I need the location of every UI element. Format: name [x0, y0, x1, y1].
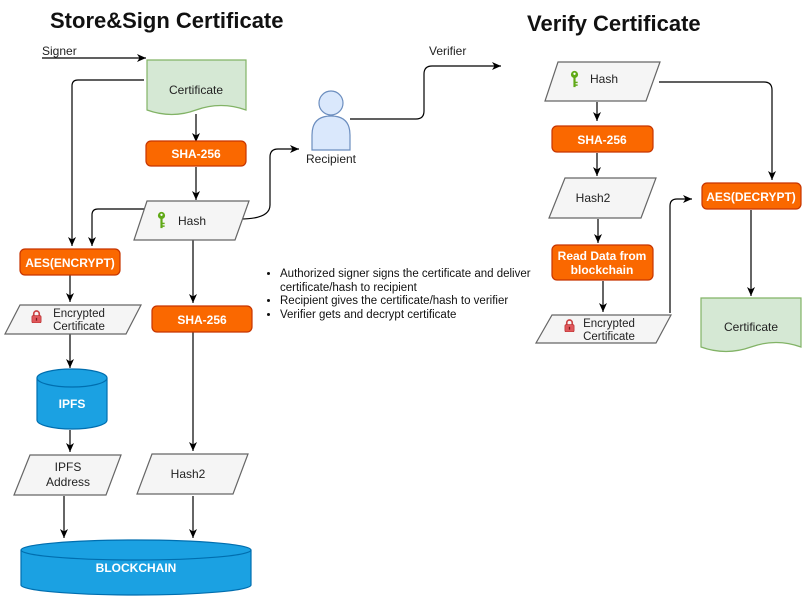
hash-right-label: Hash: [590, 72, 618, 86]
certificate-label: Certificate: [169, 83, 223, 97]
read-data-box: Read Data from blockchain: [551, 244, 654, 281]
read-data-line2: blockchain: [571, 263, 634, 277]
certificate-document: Certificate: [146, 59, 247, 116]
sha256-box-bottom: SHA-256: [151, 305, 253, 333]
ipfs-address-line1: IPFS: [55, 460, 82, 474]
person-icon: [318, 90, 344, 116]
hash2-parallelogram-right: Hash2: [548, 177, 657, 219]
recipient-label: Recipient: [306, 152, 357, 166]
sha256-top-label: SHA-256: [171, 147, 221, 161]
certificate-right-label: Certificate: [724, 320, 778, 334]
certificate-document-right: Certificate: [700, 297, 802, 353]
aes-encrypt-label: AES(ENCRYPT): [25, 256, 115, 270]
encrypted-line2: Certificate: [53, 321, 105, 333]
edge-hash-to-recipient: [239, 145, 299, 220]
ipfs-address-parallelogram: IPFS Address: [13, 454, 122, 496]
edge-recipient-to-verifier: [350, 62, 501, 120]
ipfs-label: IPFS: [59, 397, 86, 411]
sha256-right-label: SHA-256: [577, 133, 627, 147]
verifier-label: Verifier: [429, 44, 466, 58]
edge-hash-to-aes: [88, 208, 155, 246]
edge-certificate-to-aes: [68, 79, 144, 246]
ipfs-cylinder: IPFS: [36, 368, 108, 430]
encrypted-line1: Encrypted: [53, 308, 105, 320]
aes-decrypt-box: AES(DECRYPT): [701, 182, 802, 210]
edge-hash-to-aes-decrypt: [659, 81, 776, 180]
sha256-box-right: SHA-256: [551, 125, 654, 153]
edge-encrypted-to-aes-decrypt: [669, 195, 692, 313]
encrypted-right-line2: Certificate: [583, 331, 635, 343]
note-item: Recipient gives the certificate/hash to …: [280, 295, 540, 309]
hash2-parallelogram-left: Hash2: [136, 453, 249, 495]
sha256-bottom-label: SHA-256: [177, 313, 227, 327]
encrypted-certificate-left: Encrypted Certificate: [4, 304, 142, 335]
signer-label: Signer: [42, 44, 77, 58]
encrypted-certificate-right: Encrypted Certificate: [534, 314, 673, 344]
hash-parallelogram: Hash: [133, 200, 250, 241]
note-item: Verifier gets and decrypt certificate: [280, 309, 540, 323]
encrypted-right-line1: Encrypted: [583, 318, 635, 330]
notes-list: Authorized signer signs the certificate …: [262, 268, 540, 322]
ipfs-address-line2: Address: [46, 475, 90, 489]
aes-decrypt-label: AES(DECRYPT): [706, 190, 796, 204]
hash2-left-label: Hash2: [171, 467, 206, 481]
verify-title: Verify Certificate: [527, 11, 701, 36]
recipient-actor: Recipient: [306, 90, 357, 166]
note-item: Authorized signer signs the certificate …: [280, 268, 540, 295]
sha256-box-top: SHA-256: [145, 140, 247, 167]
blockchain-label: BLOCKCHAIN: [96, 561, 177, 575]
hash-parallelogram-right: Hash: [544, 61, 661, 102]
read-data-line1: Read Data from: [558, 249, 647, 263]
store-sign-title: Store&Sign Certificate: [50, 8, 284, 33]
aes-encrypt-box: AES(ENCRYPT): [19, 248, 121, 276]
hash-label: Hash: [178, 214, 206, 228]
hash2-right-label: Hash2: [576, 191, 611, 205]
blockchain-cylinder: BLOCKCHAIN: [20, 539, 252, 596]
